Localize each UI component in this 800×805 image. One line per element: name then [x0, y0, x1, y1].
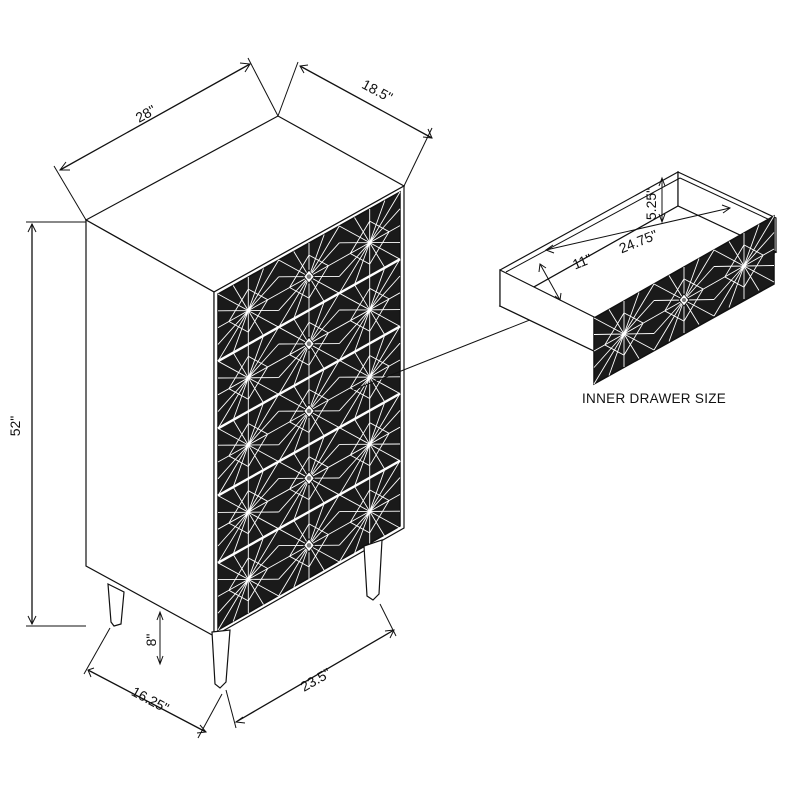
chest-body [84, 115, 406, 638]
leg-height-label: 8" [143, 634, 159, 647]
drawer-height-label: 5.25" [643, 188, 659, 220]
inner-drawer-caption: INNER DRAWER SIZE [582, 391, 726, 406]
drawer-depth-label: 11" [570, 250, 594, 272]
front-star-pattern [217, 191, 401, 631]
legs [107, 539, 383, 689]
base-depth-label: 16.25" [129, 683, 172, 716]
dimension-lines [26, 57, 561, 739]
leader-line [347, 307, 561, 393]
drawer-star-pattern [593, 215, 775, 385]
leg-front-left [211, 629, 231, 689]
base-width-label: 23.5" [298, 665, 334, 695]
chest-side-face [85, 218, 215, 638]
drawer-inset-knob [678, 293, 690, 307]
top-width-label: 28" [133, 102, 159, 126]
inner-drawer-diagram: 24.75" 11" 5.25" INNER DRAWER SIZE [498, 170, 778, 406]
leg-front-right [363, 539, 383, 601]
leg-back-left [107, 582, 125, 627]
drawer-knobs [303, 269, 315, 553]
height-label: 52" [7, 416, 23, 437]
